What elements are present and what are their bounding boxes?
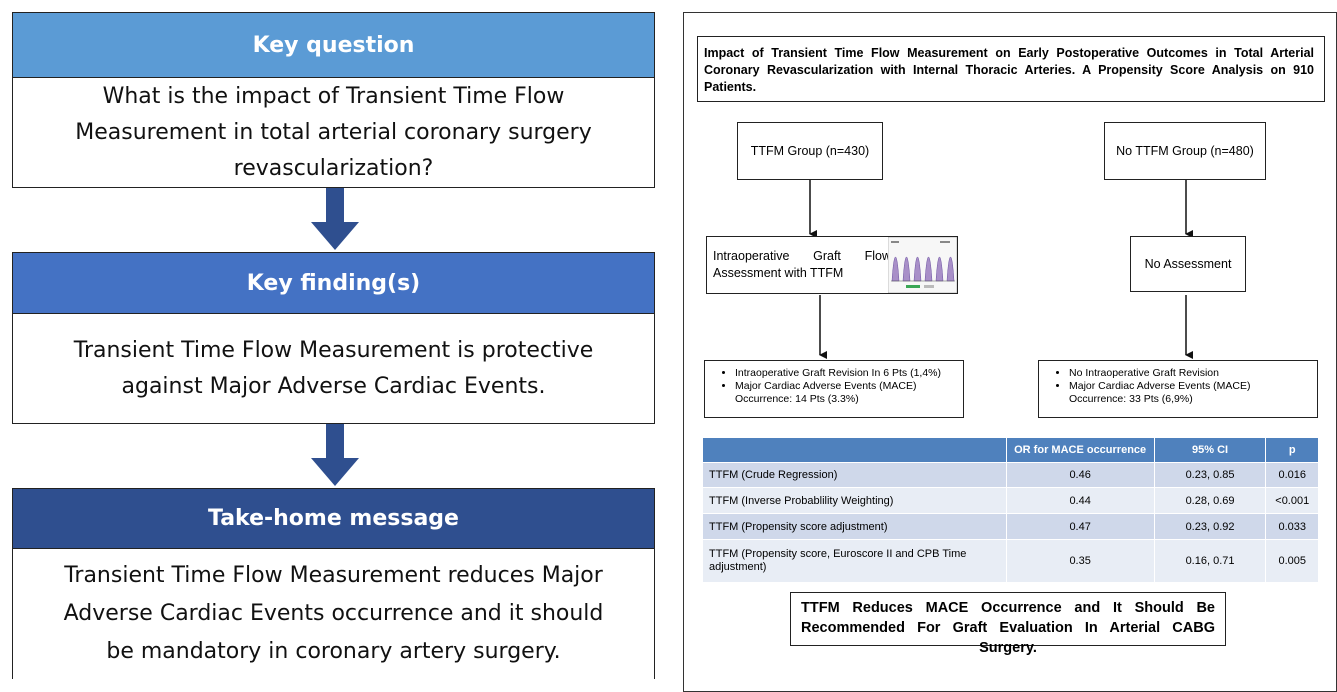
ttfm-outcome-item: Intraoperative Graft Revision In 6 Pts (…: [735, 367, 955, 380]
table-cell: <0.001: [1265, 487, 1318, 514]
no-assessment-box: No Assessment: [1130, 236, 1246, 292]
down-arrow-1: [311, 188, 359, 250]
no-ttfm-outcomes-box: No Intraoperative Graft Revision Major C…: [1038, 360, 1318, 418]
table-cell: 0.23, 0.85: [1153, 462, 1266, 488]
table-row: TTFM (Inverse Probablility Weighting) 0.…: [702, 487, 1318, 514]
table-cell: TTFM (Propensity score, Euroscore II and…: [702, 539, 1007, 582]
table-header-row: OR for MACE occurrence 95% CI p: [702, 438, 1318, 463]
ttfm-outcomes-box: Intraoperative Graft Revision In 6 Pts (…: [704, 360, 964, 418]
key-findings-header: Key finding(s): [12, 252, 655, 313]
ttfm-group-box: TTFM Group (n=430): [737, 122, 883, 180]
key-question-body: What is the impact of Transient Time Flo…: [12, 77, 655, 188]
table-cell: 0.033: [1265, 513, 1318, 540]
table-cell: 0.16, 0.71: [1153, 539, 1266, 582]
table-cell: TTFM (Propensity score adjustment): [702, 513, 1007, 540]
take-home-header: Take-home message: [12, 488, 655, 548]
conclusion-box: TTFM Reduces MACE Occurrence and It Shou…: [790, 592, 1226, 656]
table-cell: 0.23, 0.92: [1153, 513, 1266, 540]
table-cell: 0.47: [1005, 513, 1155, 540]
table-cell: TTFM (Crude Regression): [702, 462, 1007, 488]
key-question-header: Key question: [12, 12, 655, 77]
down-arrow-2: [311, 424, 359, 486]
key-findings-body: Transient Time Flow Measurement is prote…: [12, 313, 655, 424]
ttfm-waveform-thumbnail: [888, 237, 957, 293]
table-cell: 0.28, 0.69: [1153, 487, 1266, 514]
ttfm-assessment-label: Intraoperative Graft Flow Assessment wit…: [713, 249, 891, 280]
table-header-cell: [702, 438, 1007, 463]
table-header-cell: OR for MACE occurrence: [1005, 438, 1155, 463]
results-table: OR for MACE occurrence 95% CI p TTFM (Cr…: [702, 438, 1318, 582]
table-cell: 0.016: [1265, 462, 1318, 488]
no-ttfm-outcome-item: No Intraoperative Graft Revision: [1069, 367, 1309, 380]
table-cell: 0.005: [1265, 539, 1318, 582]
table-cell: 0.46: [1005, 462, 1155, 488]
table-cell: TTFM (Inverse Probablility Weighting): [702, 487, 1007, 514]
table-row: TTFM (Propensity score, Euroscore II and…: [702, 539, 1318, 582]
table-row: TTFM (Propensity score adjustment) 0.47 …: [702, 513, 1318, 540]
flow-arrows: [809, 180, 1193, 359]
no-ttfm-outcome-item: Major Cardiac Adverse Events (MACE) Occu…: [1069, 380, 1309, 406]
table-cell: 0.44: [1005, 487, 1155, 514]
no-ttfm-group-box: No TTFM Group (n=480): [1104, 122, 1266, 180]
study-title: Impact of Transient Time Flow Measuremen…: [697, 36, 1325, 102]
ttfm-outcome-item: Major Cardiac Adverse Events (MACE) Occu…: [735, 380, 955, 406]
table-cell: 0.35: [1005, 539, 1155, 582]
take-home-body: Transient Time Flow Measurement reduces …: [12, 548, 655, 679]
table-row: TTFM (Crude Regression) 0.46 0.23, 0.85 …: [702, 462, 1318, 488]
table-header-cell: 95% CI: [1153, 438, 1266, 463]
table-header-cell: p: [1265, 438, 1318, 463]
